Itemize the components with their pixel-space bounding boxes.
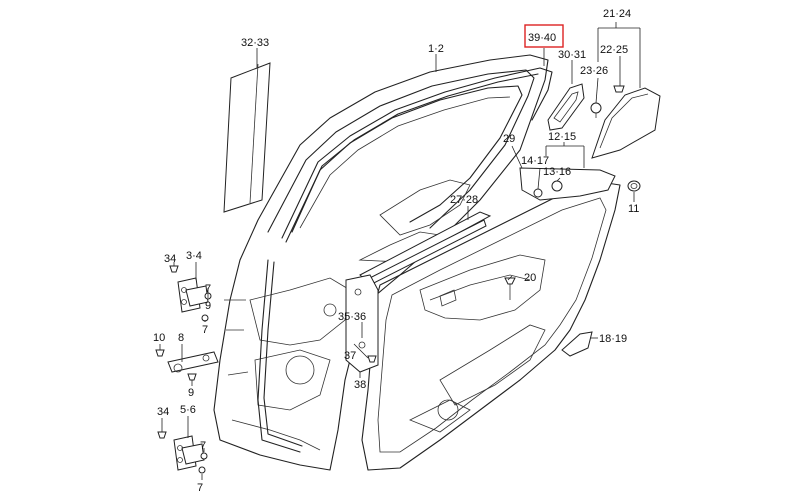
callout-11[interactable]: 11 [628, 203, 639, 215]
callout-9-b[interactable]: 9 [188, 387, 194, 399]
screw-20[interactable] [504, 277, 516, 300]
bolt-9-b[interactable] [187, 373, 197, 381]
handle-cover-part[interactable] [591, 87, 661, 159]
callout-7-c[interactable]: 7 [200, 440, 206, 452]
nut-7-d[interactable] [198, 466, 206, 474]
callout-7-a[interactable]: 7 [205, 283, 211, 295]
clip-23-26[interactable] [590, 102, 602, 118]
nut-7-c[interactable] [200, 452, 208, 460]
door-check-part[interactable] [167, 351, 219, 373]
callout-5-6[interactable]: 5·6 [180, 404, 196, 416]
callout-13-16[interactable]: 13·16 [543, 166, 571, 178]
callout-38[interactable]: 38 [354, 379, 366, 391]
bracket-18-19[interactable] [561, 331, 593, 357]
upper-hinge-part[interactable] [177, 277, 209, 313]
callout-20[interactable]: 20 [524, 272, 536, 284]
highlight-box [524, 24, 564, 48]
callout-37[interactable]: 37 [344, 350, 356, 362]
lower-hinge-part[interactable] [173, 435, 205, 471]
clip-13-16[interactable] [551, 180, 563, 192]
screw-37[interactable] [367, 355, 377, 363]
callout-35-36[interactable]: 35·36 [338, 311, 366, 323]
leader-lines [159, 22, 641, 480]
callout-7-b[interactable]: 7 [202, 324, 208, 336]
callout-30-31[interactable]: 30·31 [558, 49, 586, 61]
callout-39-40[interactable]: 39·40 [528, 32, 556, 44]
callout-labels: 32·33 1·2 39·40 30·31 21·24 22·25 23·26 … [153, 8, 639, 494]
callout-23-26[interactable]: 23·26 [580, 65, 608, 77]
grommet-11[interactable] [627, 180, 641, 192]
screw-22-25[interactable] [613, 85, 625, 93]
callout-32-33[interactable]: 32·33 [241, 37, 269, 49]
callout-18-19[interactable]: 18·19 [599, 333, 627, 345]
bolt-10[interactable] [155, 349, 165, 357]
weatherstrip-part[interactable] [257, 67, 553, 453]
callout-21-24[interactable]: 21·24 [603, 8, 631, 20]
clip-14-17[interactable] [533, 188, 543, 198]
bolt-34-bottom[interactable] [157, 431, 167, 439]
callout-3-4[interactable]: 3·4 [186, 250, 202, 262]
callout-9-a[interactable]: 9 [205, 300, 211, 312]
callout-27-28[interactable]: 27·28 [450, 194, 478, 206]
callout-1-2[interactable]: 1·2 [428, 43, 444, 55]
mirror-seal-part[interactable] [547, 83, 585, 131]
callout-22-25[interactable]: 22·25 [600, 44, 628, 56]
callout-7-d[interactable]: 7 [197, 482, 203, 494]
callout-34-top[interactable]: 34 [164, 253, 176, 265]
callout-10[interactable]: 10 [153, 332, 165, 344]
callout-34-bottom[interactable]: 34 [157, 406, 169, 418]
bolt-34-top[interactable] [169, 265, 179, 273]
door-trim-part[interactable] [361, 181, 621, 471]
callout-14-17[interactable]: 14·17 [521, 155, 549, 167]
switch-panel-part[interactable] [519, 167, 616, 201]
partition-sheet-part[interactable] [223, 62, 271, 213]
callout-8[interactable]: 8 [178, 332, 184, 344]
callout-12-15[interactable]: 12·15 [548, 131, 576, 143]
callout-29[interactable]: 29 [503, 133, 515, 145]
